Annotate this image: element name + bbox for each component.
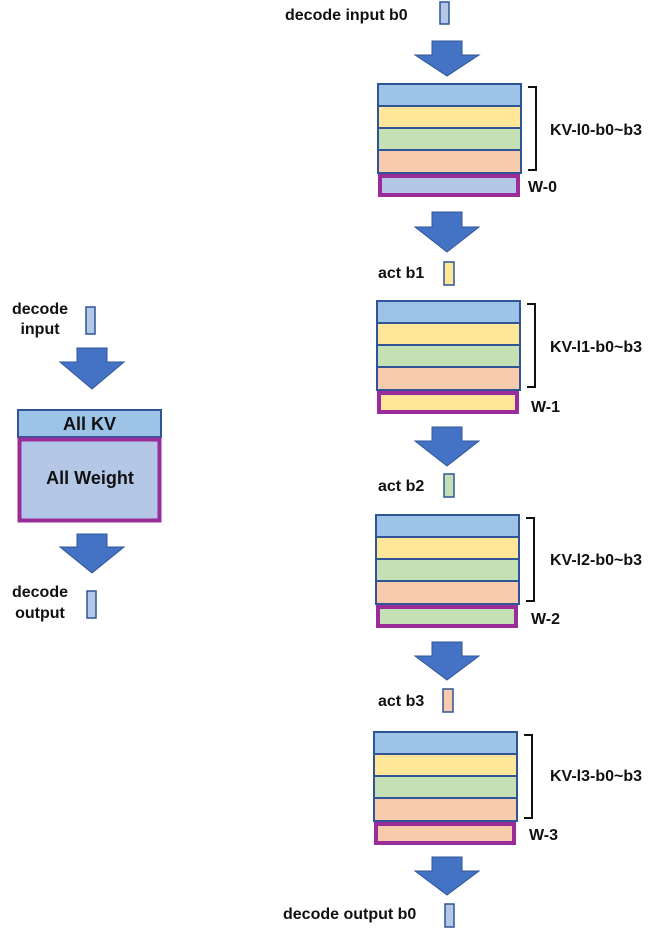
- kv-b0-row: [376, 300, 521, 324]
- layer-2-w-label: W-2: [531, 611, 560, 628]
- layer-1-w-label: W-1: [531, 399, 560, 416]
- layer-1-stack: [376, 300, 521, 414]
- kv-b3-row: [376, 366, 521, 391]
- layer-3-brace: [524, 734, 533, 819]
- layer-2-brace: [526, 517, 535, 602]
- kv-b1-row: [376, 322, 521, 346]
- layer-3-w-label: W-3: [529, 827, 558, 844]
- kv-b2-row: [376, 344, 521, 368]
- layer-2-kv-label: KV-l2-b0~b3: [550, 552, 642, 569]
- left-output-token: [86, 590, 97, 619]
- kv-b2-row: [375, 558, 520, 582]
- left-arrow-down-icon: [58, 347, 126, 390]
- weight-row: [378, 174, 520, 197]
- all-kv-block: [17, 409, 162, 438]
- layer-3-stack: [373, 731, 518, 845]
- kv-b3-row: [373, 797, 518, 822]
- layer-1-brace: [527, 303, 536, 388]
- weight-row: [376, 605, 518, 628]
- kv-b0-row: [375, 514, 520, 538]
- kv-b1-row: [377, 105, 522, 129]
- all-weight-block: [17, 437, 162, 523]
- left-arrow-down-icon: [58, 533, 126, 574]
- kv-b1-row: [375, 536, 520, 560]
- layer-3-kv-label: KV-l3-b0~b3: [550, 768, 642, 785]
- right-top-label: decode input b0: [285, 7, 408, 24]
- all-weight-label: All Weight: [46, 468, 134, 488]
- layer-0-w-label: W-0: [528, 179, 557, 196]
- left-input-label-2: input: [20, 321, 60, 338]
- right-arrow-down-icon: [413, 211, 481, 253]
- right-output-token: [444, 903, 455, 928]
- weight-row: [377, 391, 519, 414]
- layer-0-kv-label: KV-l0-b0~b3: [550, 122, 642, 139]
- right-input-token: [439, 1, 450, 25]
- layer-0-stack: [377, 83, 522, 197]
- right-arrow-down-icon: [413, 40, 481, 77]
- act-b2-token: [443, 473, 455, 498]
- kv-b3-row: [375, 580, 520, 605]
- left-output-label-2: output: [15, 605, 65, 622]
- act-b1-token: [443, 261, 455, 286]
- layer-1-kv-label: KV-l1-b0~b3: [550, 339, 642, 356]
- kv-b0-row: [377, 83, 522, 107]
- act-b2-label: act b2: [378, 478, 424, 495]
- kv-b2-row: [377, 127, 522, 151]
- weight-row: [374, 822, 516, 845]
- right-bottom-label: decode output b0: [283, 906, 416, 923]
- act-b3-label: act b3: [378, 693, 424, 710]
- layer-2-stack: [375, 514, 520, 628]
- act-b1-label: act b1: [378, 265, 424, 282]
- left-input-label-1: decode: [12, 301, 68, 318]
- left-output-label-1: decode: [12, 584, 68, 601]
- all-kv-label: All KV: [63, 414, 116, 434]
- kv-b1-row: [373, 753, 518, 777]
- act-b3-token: [442, 688, 454, 713]
- layer-0-brace: [528, 86, 537, 171]
- kv-b2-row: [373, 775, 518, 799]
- kv-b3-row: [377, 149, 522, 174]
- right-arrow-down-icon: [413, 426, 481, 467]
- right-arrow-down-icon: [413, 641, 481, 681]
- right-arrow-down-icon: [413, 856, 481, 896]
- left-input-token: [85, 306, 96, 335]
- kv-b0-row: [373, 731, 518, 755]
